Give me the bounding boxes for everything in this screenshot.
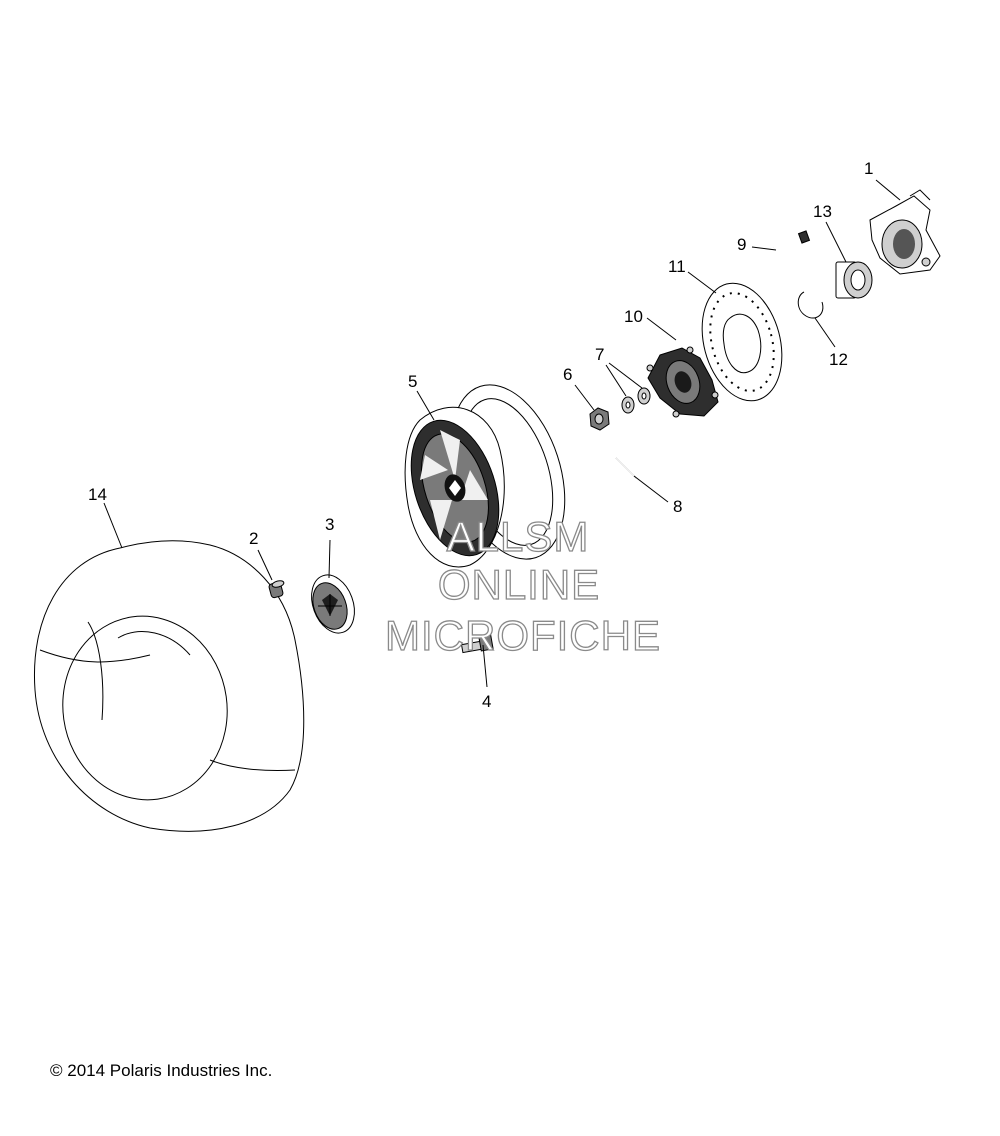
cotter-pin-part [615,457,637,479]
callout-13: 13 [813,202,832,221]
leader-10 [646,317,677,341]
leader-8 [633,475,669,503]
leader-1 [875,179,901,201]
leader-3 [328,539,331,579]
callout-8: 8 [673,497,682,516]
center-cap-part [311,574,355,634]
castle-nut-part [589,407,610,431]
watermark-line1: ALLSM [447,513,590,560]
bearing-part [835,261,873,299]
watermark-line2: ONLINE [438,561,600,608]
leader-13 [825,221,847,263]
wheel-hub-part [646,346,719,418]
callout-12: 12 [829,350,848,369]
wheel-rim-part [404,384,566,568]
leader-7a [605,364,627,397]
callout-3: 3 [325,515,334,534]
watermark: ALLSM ONLINE MICROFICHE [384,512,661,659]
leader-2 [257,549,273,581]
callout-5: 5 [408,372,417,391]
leader-lines [103,179,901,688]
callout-labels: 1 2 3 4 5 6 7 8 9 10 11 12 13 14 [88,159,873,711]
callout-7: 7 [595,345,604,364]
callout-9: 9 [737,235,746,254]
callout-11: 11 [668,257,686,276]
leader-6 [574,384,595,411]
leader-5 [416,390,435,421]
leader-11 [687,271,717,294]
callout-14: 14 [88,485,107,504]
leader-7b [608,362,643,389]
callout-2: 2 [249,529,258,548]
bolt-part [460,634,494,654]
brake-disc-bolt-part [773,230,811,249]
leader-4 [482,644,488,688]
leader-9 [751,246,777,251]
callout-10: 10 [624,307,643,326]
watermark-line3: MICROFICHE [385,612,661,659]
callout-4: 4 [482,692,491,711]
washers-part [621,387,651,414]
retaining-ring-part [797,291,824,319]
callout-6: 6 [563,365,572,384]
leader-12 [814,317,836,348]
leader-14 [103,502,123,549]
copyright-notice: © 2014 Polaris Industries Inc. [50,1061,273,1080]
brake-disc-part [701,282,783,402]
callout-1: 1 [864,159,873,178]
valve-stem-part [268,580,285,599]
knuckle-part [869,189,941,275]
tire-part [33,540,305,832]
